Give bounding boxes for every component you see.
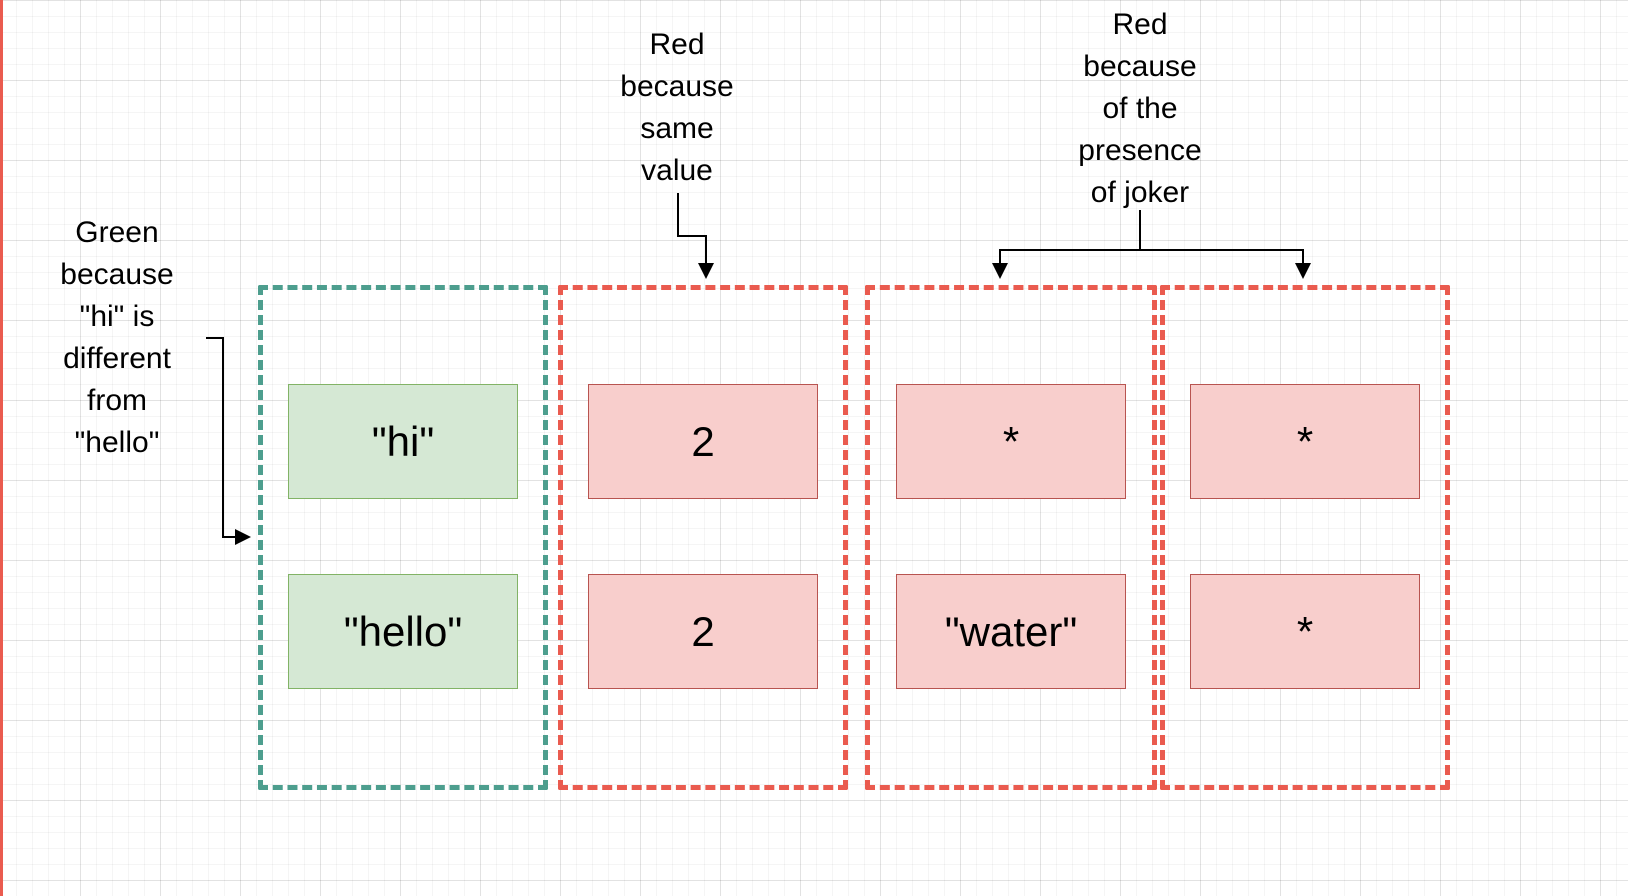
green-explanation-note: Green because "hi" is different from "he…	[60, 216, 174, 459]
cell-two-bottom: 2	[588, 574, 818, 689]
group-joker-left: * "water"	[865, 285, 1157, 790]
group-same-value: 2 2	[558, 285, 848, 790]
group-different-strings: "hi" "hello"	[258, 285, 548, 790]
cell-hello: "hello"	[288, 574, 518, 689]
cell-hi: "hi"	[288, 384, 518, 499]
cell-water: "water"	[896, 574, 1126, 689]
cell-joker-star-3: *	[1190, 574, 1420, 689]
joker-explanation-note: Red because of the presence of joker	[1078, 8, 1202, 209]
canvas-left-edge-line	[0, 0, 3, 896]
arrow-joker-note-to-group-left	[992, 249, 1140, 279]
same-value-explanation-note: Red because same value	[620, 28, 734, 187]
cell-two-top: 2	[588, 384, 818, 499]
cell-joker-star-2: *	[1190, 384, 1420, 499]
group-joker-right: * *	[1160, 285, 1450, 790]
arrow-same-value-note-to-group	[677, 193, 714, 279]
arrow-joker-note-to-group-right	[1140, 249, 1311, 279]
cell-joker-star-1: *	[896, 384, 1126, 499]
